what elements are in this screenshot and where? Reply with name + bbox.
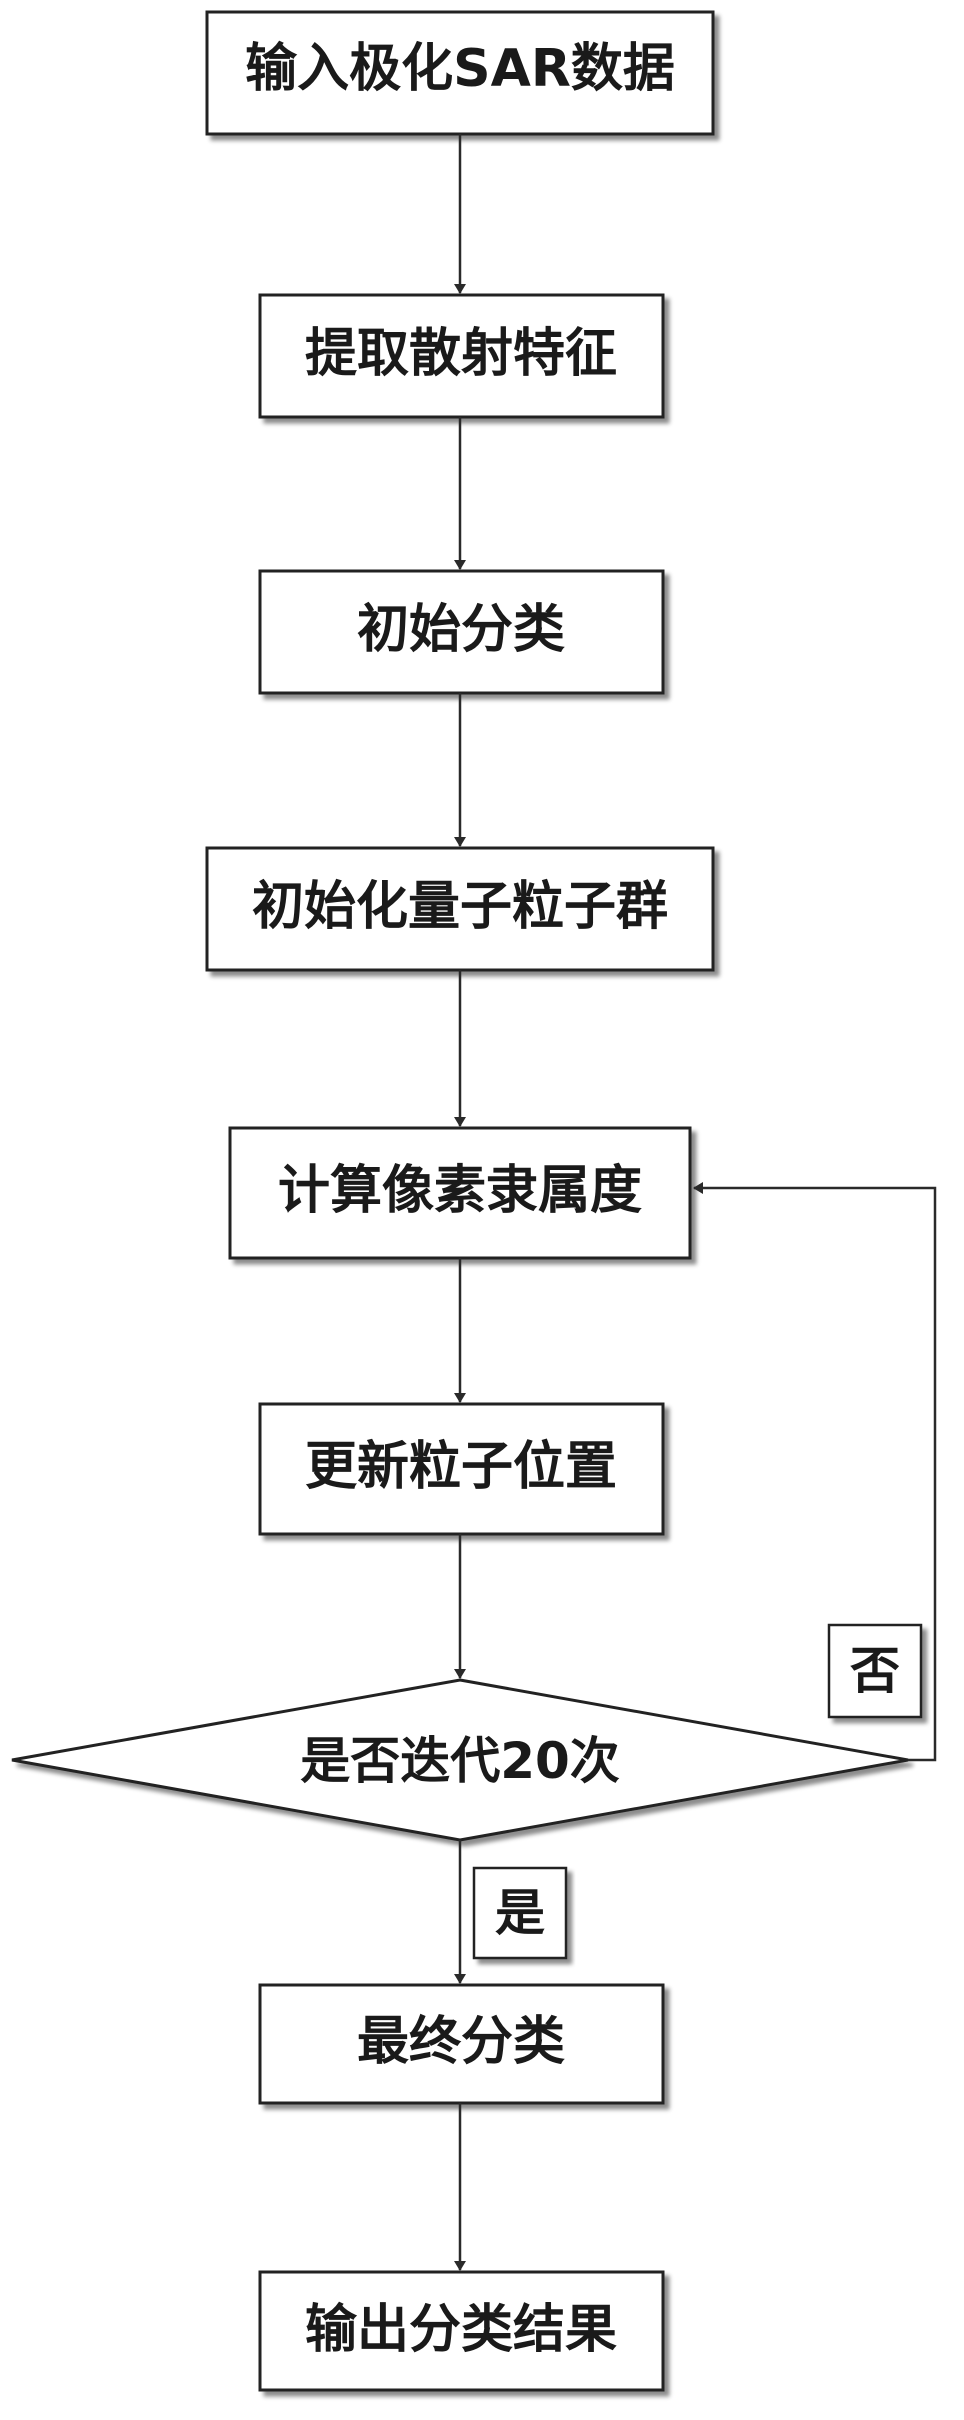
branch-no-label-box: 否: [827, 1623, 923, 1719]
step-membership-label: 计算像素隶属度: [278, 1161, 642, 1221]
step-update-box: 更新粒子位置: [258, 1402, 665, 1536]
step-final-classify-label: 最终分类: [357, 2012, 565, 2072]
step-init-classify-label: 初始分类: [357, 600, 565, 660]
connectors: [454, 134, 937, 2271]
decision-diamond: 是否迭代20次: [11, 1678, 909, 1842]
step-init-classify-box: 初始分类: [258, 569, 665, 695]
step-membership-box: 计算像素隶属度: [228, 1126, 692, 1260]
decision-label: 是否迭代20次: [300, 1732, 620, 1790]
step-input-label: 输入极化SAR数据: [245, 39, 675, 99]
branch-no-label: 否: [850, 1642, 900, 1700]
step-input-box: 输入极化SAR数据: [205, 10, 715, 136]
step-output-box: 输出分类结果: [258, 2270, 665, 2392]
step-update-label: 更新粒子位置: [305, 1437, 617, 1497]
step-output-label: 输出分类结果: [305, 2300, 617, 2360]
branch-yes-label: 是: [495, 1884, 545, 1942]
step-final-classify-box: 最终分类: [258, 1983, 665, 2105]
step-extract-label: 提取散射特征: [305, 324, 617, 384]
step-extract-box: 提取散射特征: [258, 293, 665, 419]
branch-yes-label-box: 是: [472, 1866, 568, 1960]
arrow-loop-back-no: [693, 1182, 937, 1762]
step-init-swarm-label: 初始化量子粒子群: [252, 877, 668, 937]
step-init-swarm-box: 初始化量子粒子群: [205, 846, 715, 972]
